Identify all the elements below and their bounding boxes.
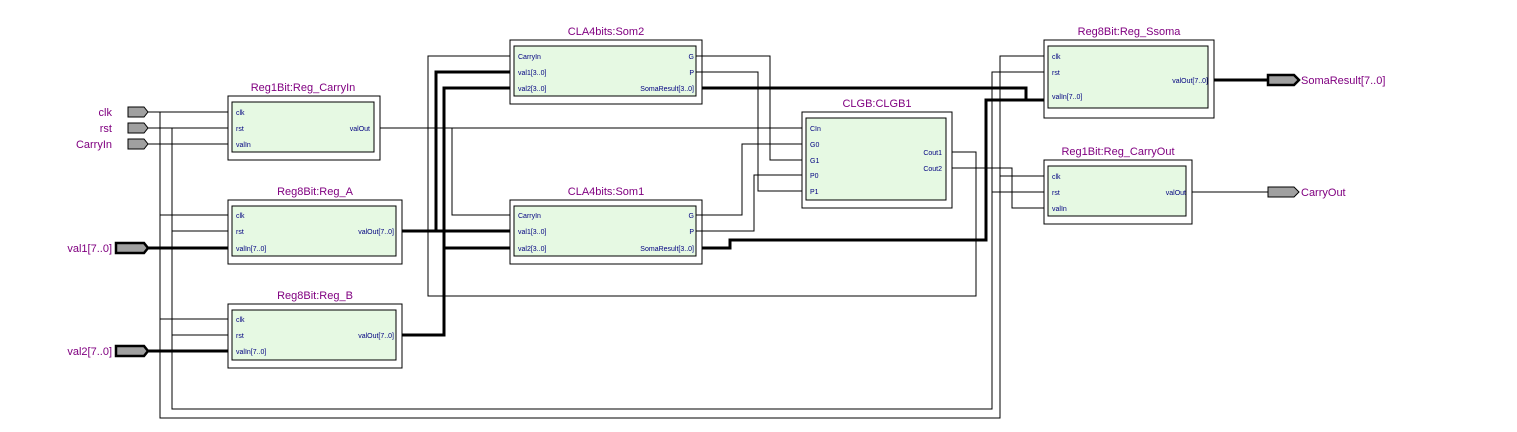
port-label: clk [1052,54,1061,61]
port-label: rst [236,333,244,340]
input-pin-icon [127,122,149,134]
output-pin-icon [1267,186,1300,198]
pin-carryin-label: CarryIn [76,139,112,151]
port-label: valIn [1052,206,1067,213]
block-title: Reg1Bit:Reg_CarryIn [251,82,356,94]
port-label: CIn [810,126,821,133]
port-label: clk [236,213,245,220]
som2-gp-net [702,55,802,192]
port-label: clk [1052,174,1061,181]
pin-carryout[interactable]: CarryOut [1267,186,1346,199]
regb-out-bus [402,86,510,337]
block-som2[interactable]: CLA4bits:Som2 CarryIn val1[3..0] val2[3.… [509,26,703,105]
port-label: CarryIn [518,54,541,61]
port-label: valOut[7..0] [358,229,394,236]
block-reg-carryin[interactable]: Reg1Bit:Reg_CarryIn clk rst valIn valOut [227,82,381,161]
port-label: valOut [350,126,370,133]
port-label: val1[3..0] [518,70,546,77]
input-bus-pin-icon [114,241,150,255]
carryout-clk-rst [992,175,1044,193]
clk-rst-branches [160,214,228,336]
port-label: P1 [810,189,819,196]
port-label: val1[3..0] [518,229,546,236]
som1-gp-net [702,143,802,232]
cout2-to-carryout-net [952,167,1044,209]
pin-clk-label: clk [99,107,113,119]
port-label: val2[3..0] [518,86,546,93]
port-label: P [689,70,694,77]
block-title: Reg8Bit:Reg_Ssoma [1078,26,1182,38]
rst-net [148,71,1044,410]
output-bus-pin-icon [1266,73,1301,87]
block-title: CLA4bits:Som2 [568,26,644,38]
pin-carryin[interactable]: CarryIn [76,138,149,151]
block-clgb1[interactable]: CLGB:CLGB1 CIn G0 G1 P0 P1 Cout1 Cout2 [801,98,953,209]
port-label: SomaResult[3..0] [640,86,694,93]
pin-val1-label: val1[7..0] [67,243,112,255]
port-label: P [689,229,694,236]
carryin-reg-out-net [380,127,802,216]
port-label: rst [1052,70,1060,77]
block-reg-b[interactable]: Reg8Bit:Reg_B clk rst valIn[7..0] valOut… [227,290,403,369]
pin-carryout-label: CarryOut [1301,187,1346,199]
wiring [148,55,1268,419]
block-reg-a[interactable]: Reg8Bit:Reg_A clk rst valIn[7..0] valOut… [227,186,403,265]
block-title: Reg8Bit:Reg_B [277,290,353,302]
port-label: Cout2 [923,166,942,173]
pin-somaresult[interactable]: SomaResult[7..0] [1266,73,1385,87]
port-label: rst [236,229,244,236]
port-stubs [222,55,1198,232]
port-label: G0 [810,142,819,149]
port-label: valOut [1166,190,1186,197]
port-label: G1 [810,158,819,165]
input-bus-pin-icon [114,344,150,358]
pin-clk[interactable]: clk [99,106,149,119]
pin-somaresult-label: SomaResult[7..0] [1301,75,1385,87]
pin-val2[interactable]: val2[7..0] [67,344,150,358]
block-title: Reg1Bit:Reg_CarryOut [1061,146,1174,158]
port-label: valIn[7..0] [1052,94,1082,101]
input-pin-icon [127,138,149,150]
port-label: valIn[7..0] [236,349,266,356]
cout1-to-som2-net [427,55,977,297]
port-label: clk [236,110,245,117]
port-label: valOut[7..0] [358,333,394,340]
pin-val2-label: val2[7..0] [67,346,112,358]
input-pin-icon [127,106,149,118]
pin-rst-label: rst [100,123,112,135]
port-label: CarryIn [518,213,541,220]
clk-net [148,55,1044,419]
port-label: G [689,54,694,61]
port-label: valIn[7..0] [236,246,266,253]
buses [148,70,1268,353]
block-title: CLGB:CLGB1 [842,98,911,110]
port-label: valIn [236,142,251,149]
block-reg-ssoma[interactable]: Reg8Bit:Reg_Ssoma clk rst valIn[7..0] va… [1043,26,1215,119]
port-label: rst [236,126,244,133]
pin-val1[interactable]: val1[7..0] [67,241,150,255]
pin-rst[interactable]: rst [100,122,149,135]
port-label: G [689,213,694,220]
port-label: rst [1052,190,1060,197]
port-label: Cout1 [923,150,942,157]
block-title: Reg8Bit:Reg_A [277,186,353,198]
block-som1[interactable]: CLA4bits:Som1 CarryIn val1[3..0] val2[3.… [509,186,703,265]
port-label: valOut[7..0] [1172,78,1208,85]
port-label: P0 [810,173,819,180]
som1-result-bus [702,98,1044,250]
port-label: val2[3..0] [518,246,546,253]
block-title: CLA4bits:Som1 [568,186,644,198]
port-label: SomaResult[3..0] [640,246,694,253]
port-label: clk [236,317,245,324]
rega-out-bus [402,70,510,233]
block-reg-carryout[interactable]: Reg1Bit:Reg_CarryOut clk rst valIn valOu… [1043,146,1193,225]
